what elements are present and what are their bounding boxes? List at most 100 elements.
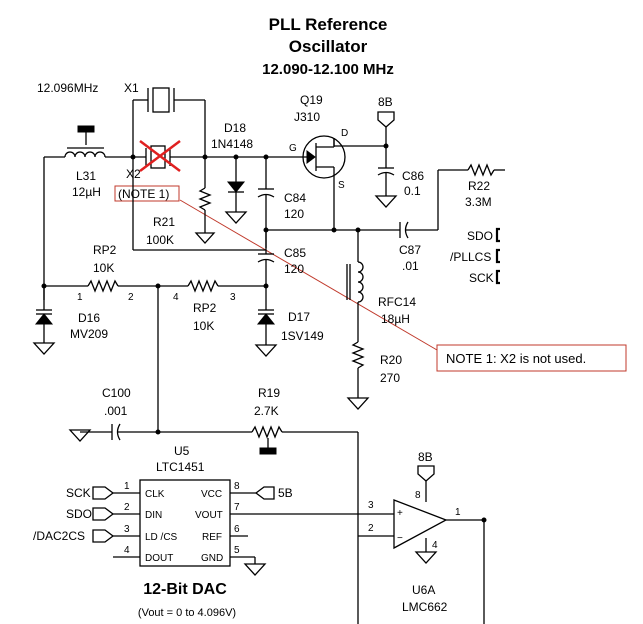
svg-text:4: 4 bbox=[432, 540, 438, 551]
q19-gate-pin: G bbox=[289, 143, 297, 154]
drain-supply: 8B C86 0.1 bbox=[333, 95, 424, 208]
rp2b-pin4: 4 bbox=[173, 292, 179, 303]
rp2a-label: RP2 bbox=[93, 243, 117, 257]
svg-text:2: 2 bbox=[368, 523, 374, 534]
svg-text:1: 1 bbox=[455, 507, 461, 518]
r21-label: R21 bbox=[153, 215, 175, 229]
opamp-ref: U6A bbox=[412, 583, 435, 597]
d18-label: D18 bbox=[224, 121, 246, 135]
c84-label: C84 bbox=[284, 191, 306, 205]
capacitor-c100: C100 .001 bbox=[68, 386, 158, 442]
svg-text:4: 4 bbox=[124, 545, 130, 556]
dac-caption: 12-Bit DAC bbox=[143, 581, 227, 598]
dac-sdo-signal: SDO bbox=[66, 507, 92, 521]
dac-pin-right-8: VCC 8 5B bbox=[201, 481, 293, 500]
opamp-u6a: 8B 8 + − 3 2 4 1 U6A LMC662 bbox=[358, 450, 487, 624]
u5-part: LTC1451 bbox=[156, 460, 205, 474]
svg-text:5: 5 bbox=[234, 545, 240, 556]
rp2b-label: RP2 bbox=[193, 301, 217, 315]
svg-text:LD /CS: LD /CS bbox=[145, 532, 178, 543]
c85-label: C85 bbox=[284, 246, 306, 260]
r19-label: R19 bbox=[258, 386, 280, 400]
resistor-r21: R21 100K bbox=[146, 157, 216, 247]
q19-drain-pin: D bbox=[341, 128, 348, 139]
varactor-d16: D16 MV209 bbox=[32, 286, 108, 355]
svg-text:DIN: DIN bbox=[145, 510, 162, 521]
note1-text: NOTE 1: X2 is not used. bbox=[446, 351, 586, 366]
title-block: PLL Reference Oscillator 12.090-12.100 M… bbox=[262, 15, 394, 78]
resistor-r20: R20 270 bbox=[346, 341, 402, 410]
crystal-x1: 12.096MHz X1 bbox=[37, 81, 206, 157]
dac-cs-signal: /DAC2CS bbox=[33, 529, 85, 543]
svg-text:+: + bbox=[397, 508, 403, 519]
q19-label: Q19 bbox=[300, 93, 323, 107]
crystal-x2-unused: X2 bbox=[126, 140, 181, 181]
resistor-r22: R22 3.3M bbox=[437, 163, 505, 230]
c84-value: 120 bbox=[284, 207, 304, 221]
svg-text:7: 7 bbox=[234, 502, 240, 513]
c85-value: 120 bbox=[284, 262, 304, 276]
rfc14-label: RFC14 bbox=[378, 295, 416, 309]
opamp-supply: 8B bbox=[418, 450, 433, 464]
pllcs-label: /PLLCS bbox=[450, 250, 491, 264]
rp2a-pin2: 2 bbox=[128, 292, 134, 303]
crystal-freq-label: 12.096MHz bbox=[37, 81, 98, 95]
dac-pin-left-2: SDO 2 DIN bbox=[66, 502, 162, 521]
x1-label: X1 bbox=[124, 81, 139, 95]
title-line3: 12.090-12.100 MHz bbox=[262, 61, 394, 78]
diode-d18: D18 1N4148 bbox=[211, 121, 253, 224]
d16-part: MV209 bbox=[70, 327, 108, 341]
d17-part: 1SV149 bbox=[281, 329, 324, 343]
opamp-part: LMC662 bbox=[402, 600, 448, 614]
sdo-right-label: SDO bbox=[467, 229, 493, 243]
dac-pin-left-1: SCK 1 CLK bbox=[66, 481, 165, 500]
resistor-rp2-a: RP2 10K 1 2 bbox=[44, 243, 158, 303]
rp2b-pin3: 3 bbox=[230, 292, 236, 303]
dac-pin-left-3: /DAC2CS 3 LD /CS bbox=[33, 524, 178, 543]
c86-value: 0.1 bbox=[404, 184, 421, 198]
r21-value: 100K bbox=[146, 233, 174, 247]
c100-label: C100 bbox=[102, 386, 131, 400]
jfet-q19: Q19 J310 G D S bbox=[289, 93, 348, 191]
dac-subcaption: (Vout = 0 to 4.096V) bbox=[138, 607, 236, 619]
r20-value: 270 bbox=[380, 371, 400, 385]
dac-vcc-supply: 5B bbox=[278, 486, 293, 500]
svg-text:1: 1 bbox=[124, 481, 130, 492]
supply-8b-top: 8B bbox=[378, 95, 393, 109]
rfc14-value: 18µH bbox=[381, 312, 410, 326]
svg-text:8: 8 bbox=[234, 481, 240, 492]
r20-label: R20 bbox=[380, 353, 402, 367]
dac-u5: U5 LTC1451 SCK 1 CLK SDO 2 DIN /DAC2CS 3… bbox=[33, 444, 394, 619]
c100-value: .001 bbox=[104, 404, 128, 418]
resistor-r19: R19 2.7K bbox=[158, 386, 359, 624]
svg-text:VCC: VCC bbox=[201, 489, 222, 500]
l31-value: 12µH bbox=[72, 185, 101, 199]
rp2a-value: 10K bbox=[93, 261, 114, 275]
r22-label: R22 bbox=[468, 179, 490, 193]
right-connectors: SDO /PLLCS SCK bbox=[450, 227, 500, 285]
resistor-rp2-b: RP2 10K 4 3 bbox=[158, 279, 266, 333]
dac-pin-left-4: 4 DOUT bbox=[113, 545, 173, 564]
r19-value: 2.7K bbox=[254, 404, 279, 418]
svg-text:CLK: CLK bbox=[145, 489, 165, 500]
svg-text:REF: REF bbox=[202, 532, 222, 543]
strike-line-b bbox=[139, 140, 181, 172]
d18-part: 1N4148 bbox=[211, 137, 253, 151]
rp2b-value: 10K bbox=[193, 319, 214, 333]
title-line2: Oscillator bbox=[289, 37, 368, 56]
rp2a-pin1: 1 bbox=[77, 292, 83, 303]
dac-sck-signal: SCK bbox=[66, 486, 91, 500]
d17-label: D17 bbox=[288, 310, 310, 324]
dac-pin-right-6: REF 6 bbox=[202, 524, 248, 543]
dac-pin-right-7: VOUT 7 bbox=[195, 502, 394, 521]
dac-pin-right-5: GND 5 bbox=[201, 545, 267, 576]
q19-source-pin: S bbox=[338, 180, 345, 191]
svg-text:DOUT: DOUT bbox=[145, 553, 173, 564]
svg-text:3: 3 bbox=[124, 524, 130, 535]
svg-text:6: 6 bbox=[234, 524, 240, 535]
svg-text:2: 2 bbox=[124, 502, 130, 513]
title-line1: PLL Reference bbox=[269, 15, 388, 34]
u5-label: U5 bbox=[174, 444, 190, 458]
svg-text:GND: GND bbox=[201, 553, 223, 564]
varactor-d17: D17 1SV149 bbox=[254, 286, 324, 357]
